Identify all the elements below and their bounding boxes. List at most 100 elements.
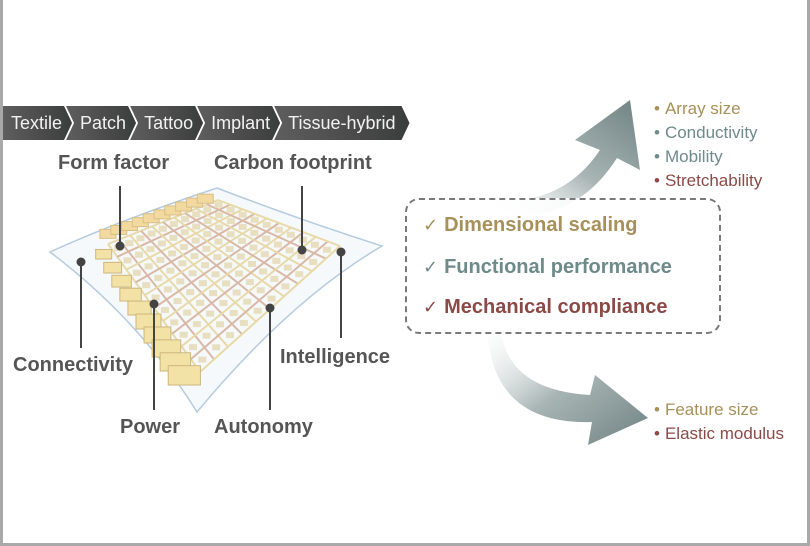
criterion-label: Functional performance	[444, 256, 672, 278]
label-power: Power	[120, 416, 181, 438]
pixel-pad	[196, 299, 205, 306]
pixel-pad	[179, 331, 188, 338]
trace-line	[184, 212, 299, 285]
pixel-pad	[203, 231, 212, 238]
pixel-pad	[262, 221, 271, 228]
label-intelligence: Intelligence	[280, 346, 391, 368]
pixel-pad	[216, 321, 225, 328]
pixel-pad	[267, 295, 276, 302]
bullet-icon: •	[654, 424, 660, 443]
chevron-tattoo: Tattoo	[130, 106, 203, 140]
pixel-pad	[232, 289, 241, 296]
pixel-pad	[262, 235, 271, 242]
criteria-box: ✓ Dimensional scaling ✓Functional perform…	[405, 198, 721, 334]
pixel-pad	[188, 270, 197, 277]
check-icon: ✓	[423, 297, 439, 317]
pixel-pad	[215, 224, 224, 231]
curved-arrow-up-icon	[480, 100, 640, 217]
pixel-pad	[295, 271, 304, 278]
criterion-label: Dimensional scaling	[444, 214, 638, 236]
contact-pad	[119, 287, 142, 302]
pixel-pad	[132, 269, 141, 276]
metric-stretchability: •Stretchability	[654, 169, 762, 193]
pixel-pad	[226, 218, 235, 225]
pixel-pad	[191, 237, 200, 244]
label-form-factor: Form factor	[58, 152, 170, 174]
pixel-pad	[157, 240, 166, 247]
pixel-pad	[147, 230, 156, 237]
pixel-pad	[209, 290, 218, 297]
pixel-pad	[239, 319, 248, 326]
pixel-pad	[136, 235, 145, 242]
trace-line	[162, 226, 292, 322]
pixel-pad	[310, 241, 319, 248]
bullet-icon: •	[654, 171, 660, 190]
upper-metrics-list: •Array size •Conductivity •Mobility •Str…	[654, 97, 762, 193]
pixel-pad	[272, 257, 281, 264]
pixel-pad	[238, 237, 247, 244]
criterion-functional-performance: ✓Functional performance	[423, 256, 672, 279]
curved-arrow-down-icon	[487, 325, 648, 445]
contact-pad	[196, 193, 214, 204]
criterion-mechanical-compliance: ✓Mechanical compliance	[423, 296, 668, 319]
pixel-pad	[192, 211, 201, 218]
pixel-pad	[142, 282, 151, 289]
pixel-pad	[151, 294, 160, 301]
pixel-pad	[181, 216, 190, 223]
trace-line	[217, 199, 341, 247]
pixel-pad	[225, 246, 234, 253]
pixel-pad	[192, 223, 201, 230]
pixel-pad	[190, 253, 199, 260]
bullet-icon: •	[654, 147, 660, 166]
pixel-pad	[214, 238, 223, 245]
pixel-pad	[202, 245, 211, 252]
pixel-pad	[200, 262, 209, 269]
label-carbon-footprint: Carbon footprint	[214, 152, 372, 174]
metric-label: Stretchability	[664, 171, 763, 190]
metric-mobility: •Mobility	[654, 145, 762, 169]
metric-label: Mobility	[664, 147, 723, 166]
pixel-pad	[144, 263, 153, 270]
metric-label: Elastic modulus	[664, 424, 785, 443]
contact-pad	[167, 365, 201, 386]
pixel-pad	[170, 319, 179, 326]
pixel-pad	[256, 287, 265, 294]
label-connectivity: Connectivity	[13, 354, 134, 376]
pixel-pad	[281, 283, 290, 290]
pixel-pad	[274, 226, 283, 233]
pixel-pad	[169, 220, 178, 227]
pixel-pad	[125, 240, 134, 247]
pixel-pad	[186, 289, 195, 296]
pixel-pad	[203, 206, 212, 213]
pixel-pad	[309, 258, 318, 265]
pixel-pad	[146, 246, 155, 253]
pixel-pad	[180, 229, 189, 236]
pixel-pad	[202, 332, 211, 339]
bullet-icon: •	[654, 99, 660, 118]
electrode-array	[95, 193, 341, 386]
pixel-pad	[183, 309, 192, 316]
contact-pad	[127, 300, 152, 316]
pixel-pad	[206, 310, 215, 317]
metric-feature-size: •Feature size	[654, 398, 784, 422]
trace-line	[195, 207, 313, 273]
pixel-pad	[212, 344, 221, 351]
pixel-pad	[166, 267, 175, 274]
pixel-pad	[238, 211, 247, 218]
lower-metrics-list: •Feature size •Elastic modulus	[654, 398, 784, 446]
pixel-pad	[247, 260, 256, 267]
pixel-pad	[154, 274, 163, 281]
pixel-pad	[213, 254, 222, 261]
pixel-pad	[222, 280, 231, 287]
contact-pad	[111, 274, 132, 288]
pixel-pad	[226, 206, 235, 213]
pixel-pad	[286, 231, 295, 238]
pixel-pad	[123, 257, 132, 264]
pixel-pad	[260, 251, 269, 258]
pixel-pad	[134, 251, 143, 258]
trace-line	[173, 216, 285, 298]
pixel-pad	[245, 278, 254, 285]
pixel-pad	[203, 217, 212, 224]
pixel-pad	[226, 231, 235, 238]
contact-pad	[103, 261, 123, 274]
